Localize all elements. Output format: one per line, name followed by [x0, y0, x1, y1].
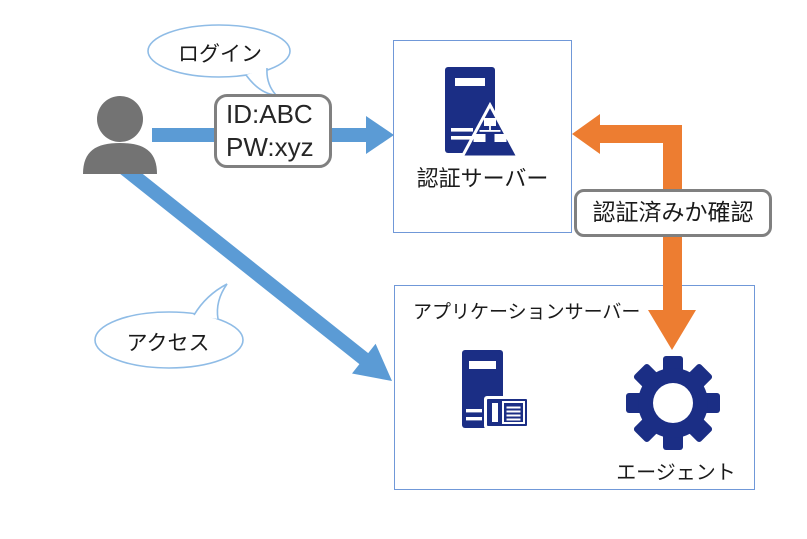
person-icon [83, 96, 157, 174]
credentials-box: ID:ABC PW:xyz [214, 94, 332, 168]
access-bubble-label: アクセス [126, 332, 210, 355]
auth-check-label: 認証済みか確認 [574, 189, 772, 237]
auth-server-box: 認証サーバー [393, 40, 572, 233]
credential-id: ID:ABC [226, 99, 313, 129]
access-bubble: アクセス [88, 275, 248, 375]
server-directory-icon [445, 67, 521, 159]
agent-label: エージェント [616, 462, 736, 484]
gear-icon [626, 356, 720, 450]
server-card-icon [462, 350, 530, 429]
login-bubble: ログイン [140, 18, 300, 102]
login-bubble-label: ログイン [178, 43, 262, 66]
login-bubble-shape [147, 24, 291, 96]
auth-server-label: 認証サーバー [416, 166, 549, 191]
app-server-label: アプリケーションサーバー [413, 302, 641, 323]
credential-pw: PW:xyz [226, 132, 314, 162]
access-bubble-shape [94, 283, 244, 369]
